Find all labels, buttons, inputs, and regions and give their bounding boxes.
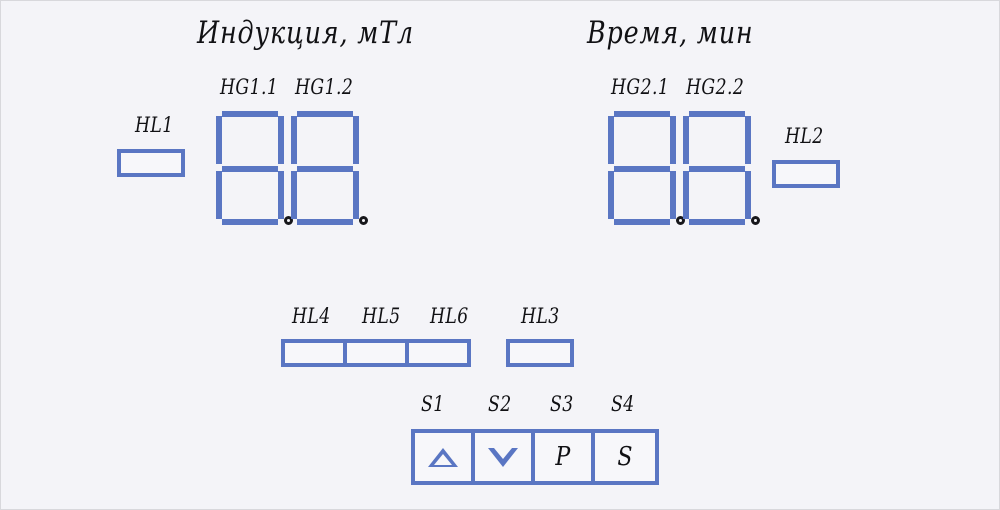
segment-d <box>222 219 278 225</box>
seven-segment-digit-hg2-2 <box>683 111 760 226</box>
button-row: P S <box>411 429 659 485</box>
button-label-s3: S3 <box>550 392 574 416</box>
button-s1-up[interactable] <box>415 433 475 481</box>
segment-c <box>670 171 676 219</box>
button-s2-down[interactable] <box>475 433 535 481</box>
segment-f <box>683 116 689 164</box>
display-label-hg2-2: HG2.2 <box>686 75 745 99</box>
button-s3-glyph: P <box>555 442 571 472</box>
segment-d <box>614 219 670 225</box>
indicator-label-hl6: HL6 <box>430 304 469 328</box>
segment-g <box>222 166 278 172</box>
segment-d <box>689 219 745 225</box>
indicator-bar-hl4-hl6 <box>281 339 471 367</box>
button-label-s2: S2 <box>488 392 512 416</box>
panel-title-induction: Индукция, мТл <box>197 15 414 51</box>
display-label-hg2-1: HG2.1 <box>611 75 670 99</box>
indicator-hl5[interactable] <box>347 343 409 363</box>
segment-a <box>222 111 278 117</box>
seven-segment-digit-hg2-1 <box>608 111 685 226</box>
segment-e <box>291 171 297 219</box>
indicator-label-hl4: HL4 <box>292 304 331 328</box>
indicator-hl1[interactable] <box>117 149 185 177</box>
indicator-hl2[interactable] <box>772 160 840 188</box>
display-label-hg1-2: HG1.2 <box>295 75 354 99</box>
triangle-down-icon <box>488 447 518 467</box>
indicator-hl6[interactable] <box>409 343 467 363</box>
display-label-hg1-1: HG1.1 <box>220 75 279 99</box>
segment-f <box>291 116 297 164</box>
button-s3-program[interactable]: P <box>535 433 595 481</box>
indicator-label-hl3: HL3 <box>521 304 560 328</box>
segment-a <box>297 111 353 117</box>
decimal-point <box>676 216 685 225</box>
button-label-s4: S4 <box>611 392 635 416</box>
segment-a <box>614 111 670 117</box>
seven-segment-digit-hg1-1 <box>216 111 293 226</box>
button-s4-glyph: S <box>617 442 633 472</box>
segment-f <box>216 116 222 164</box>
segment-g <box>614 166 670 172</box>
decimal-point <box>284 216 293 225</box>
segment-b <box>670 116 676 164</box>
segment-c <box>278 171 284 219</box>
segment-g <box>297 166 353 172</box>
decimal-point <box>751 216 760 225</box>
indicator-label-hl1: HL1 <box>135 113 174 137</box>
segment-e <box>683 171 689 219</box>
indicator-label-hl2: HL2 <box>785 124 824 148</box>
segment-g <box>689 166 745 172</box>
segment-a <box>689 111 745 117</box>
segment-b <box>278 116 284 164</box>
panel-title-time: Время, мин <box>587 15 754 51</box>
segment-f <box>608 116 614 164</box>
button-label-s1: S1 <box>421 392 445 416</box>
segment-b <box>353 116 359 164</box>
segment-e <box>608 171 614 219</box>
indicator-hl4[interactable] <box>285 343 347 363</box>
segment-c <box>745 171 751 219</box>
segment-e <box>216 171 222 219</box>
seven-segment-digit-hg1-2 <box>291 111 368 226</box>
segment-c <box>353 171 359 219</box>
segment-d <box>297 219 353 225</box>
indicator-label-hl5: HL5 <box>362 304 401 328</box>
decimal-point <box>359 216 368 225</box>
segment-b <box>745 116 751 164</box>
button-s4-start[interactable]: S <box>595 433 655 481</box>
triangle-up-icon <box>428 447 458 467</box>
indicator-hl3[interactable] <box>506 339 574 367</box>
